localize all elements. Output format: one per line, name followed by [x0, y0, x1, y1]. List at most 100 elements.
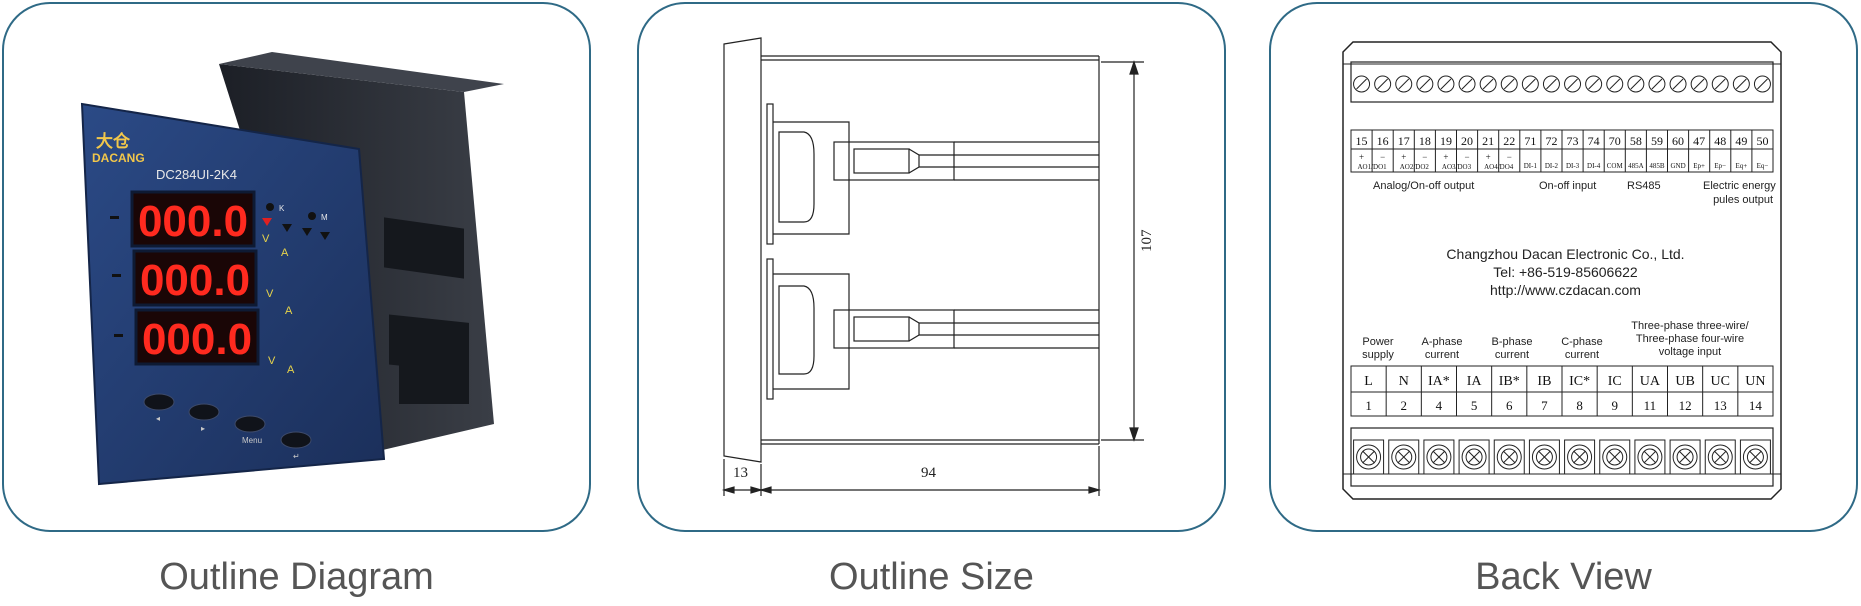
top-terminal-number: 19 — [1440, 134, 1452, 148]
unit-v-1: V — [262, 233, 270, 245]
top-screw-terminal — [1479, 75, 1497, 93]
group-analog-label: Analog/On-off output — [1373, 180, 1475, 192]
svg-text:000.0: 000.0 — [142, 315, 252, 364]
lower-clip — [766, 258, 1099, 400]
indicator-m-label: M — [321, 213, 328, 222]
bottom-screw-terminal — [1669, 439, 1701, 475]
back-view-drawing: 15+16−17+18−19+20−21+22−71DI-172DI-273DI… — [1342, 41, 1782, 500]
top-screw-terminal — [1711, 75, 1729, 93]
left-button[interactable]: ◂ — [143, 393, 175, 423]
top-screw-terminal — [1690, 75, 1708, 93]
bottom-terminal-signal: IC — [1608, 374, 1622, 389]
top-terminal-number: 59 — [1651, 134, 1663, 148]
top-terminal-signal: Eq+ — [1735, 162, 1747, 170]
bottom-terminal-signal: IA* — [1428, 374, 1450, 389]
top-terminal-number: 60 — [1672, 134, 1684, 148]
top-terminal-number: 22 — [1503, 134, 1515, 148]
group-rs485-label: RS485 — [1627, 180, 1661, 192]
brand-cn-logo: 大仓 — [96, 131, 131, 151]
bottom-terminal-number: 5 — [1471, 398, 1478, 413]
top-terminal-signal: + — [1486, 152, 1491, 162]
top-screw-terminal — [1732, 75, 1750, 93]
top-screw-terminal — [1395, 75, 1413, 93]
top-terminal-number: 49 — [1735, 134, 1747, 148]
top-terminal-signal: − — [1422, 152, 1427, 162]
analog-pair-label: AO1/DO1 — [1358, 163, 1388, 171]
group-onoff-label: On-off input — [1539, 180, 1597, 192]
bottom-terminal-signal: N — [1399, 374, 1409, 389]
rear-housing-outline — [1342, 41, 1782, 500]
bottom-screw-terminal — [1599, 439, 1631, 475]
right-button[interactable]: ▸ — [188, 403, 220, 433]
top-terminal-signal: 485B — [1649, 162, 1665, 170]
unit-a-1: A — [281, 247, 289, 259]
bottom-screw-terminal — [1458, 439, 1490, 475]
company-tel: Tel: +86-519-85606622 — [1493, 264, 1638, 280]
bottom-terminal-signal: IB* — [1499, 374, 1520, 389]
bottom-terminal-number: 13 — [1714, 398, 1727, 413]
bottom-terminal-signal: L — [1364, 374, 1373, 389]
upper-clip — [766, 103, 1099, 245]
top-terminal-number: 16 — [1377, 134, 1389, 148]
svg-text:Menu: Menu — [242, 436, 262, 445]
brand-logo: DACANG — [92, 151, 145, 165]
top-terminal-signal: GND — [1670, 162, 1685, 170]
top-screw-terminal — [1458, 75, 1476, 93]
display-3: 000.0 — [134, 308, 260, 366]
top-screw-terminal — [1500, 75, 1518, 93]
bottom-screw-terminal — [1739, 439, 1771, 475]
top-terminal-number: 50 — [1756, 134, 1768, 148]
menu-button[interactable]: Menu — [234, 415, 266, 445]
bottom-terminal-number: 14 — [1749, 398, 1763, 413]
top-terminal-signal: 485A — [1628, 162, 1644, 170]
bottom-screw-terminal — [1634, 439, 1666, 475]
bottom-terminal-number: 7 — [1541, 398, 1548, 413]
top-terminal-number: 18 — [1419, 134, 1431, 148]
top-screw-terminal — [1416, 75, 1434, 93]
model-label: DC284UI-2K4 — [156, 167, 237, 182]
top-screw-terminal — [1374, 75, 1392, 93]
panel-dimension-label: 13 — [733, 465, 748, 481]
svg-text:▸: ▸ — [201, 424, 205, 433]
company-name: Changzhou Dacan Electronic Co., Ltd. — [1446, 246, 1685, 262]
group-energy-label-1: Electric energy — [1703, 180, 1776, 192]
unit-a-3: A — [287, 364, 295, 376]
bottom-terminal-signal: IA — [1467, 374, 1483, 389]
top-terminal-signal: Eq− — [1757, 162, 1769, 170]
top-screw-terminal — [1753, 75, 1771, 93]
bottom-screws — [1353, 439, 1771, 475]
front-panel-outline — [723, 37, 762, 463]
bottom-screw-terminal — [1493, 439, 1525, 475]
top-terminal-number: 74 — [1588, 134, 1600, 148]
bottom-terminal-number: 6 — [1506, 398, 1513, 413]
top-terminal-signal: − — [1380, 152, 1385, 162]
caption-outline-size: Outline Size — [829, 556, 1034, 598]
bottom-screw-terminal — [1388, 439, 1420, 475]
analog-pair-label: AO3/DO3 — [1442, 163, 1472, 171]
caption-back-view: Back View — [1475, 556, 1652, 598]
outline-size-panel: 107 94 13 — [637, 2, 1226, 532]
top-screw-terminal — [1353, 75, 1371, 93]
bottom-terminal-number: 4 — [1436, 398, 1443, 413]
display-1: 000.0 — [130, 190, 256, 248]
bottom-terminal-number: 2 — [1401, 398, 1408, 413]
top-terminal-signal: DI-3 — [1566, 162, 1580, 170]
svg-text:000.0: 000.0 — [138, 197, 248, 246]
bottom-screw-terminal — [1564, 439, 1596, 475]
bottom-screw-terminal — [1704, 439, 1736, 475]
outline-size-drawing — [721, 37, 1144, 496]
top-terminal-number: 73 — [1567, 134, 1579, 148]
top-screw-terminal — [1648, 75, 1666, 93]
company-url: http://www.czdacan.com — [1490, 282, 1641, 298]
enter-button[interactable]: ↵ — [280, 431, 312, 461]
top-screw-terminal — [1564, 75, 1582, 93]
bottom-terminal-block — [1350, 427, 1774, 487]
bottom-terminal-signal: UA — [1640, 374, 1661, 389]
depth-dimension-label: 94 — [921, 465, 936, 481]
bottom-screw-terminal — [1353, 439, 1385, 475]
bottom-terminal-signal: IB — [1537, 374, 1551, 389]
